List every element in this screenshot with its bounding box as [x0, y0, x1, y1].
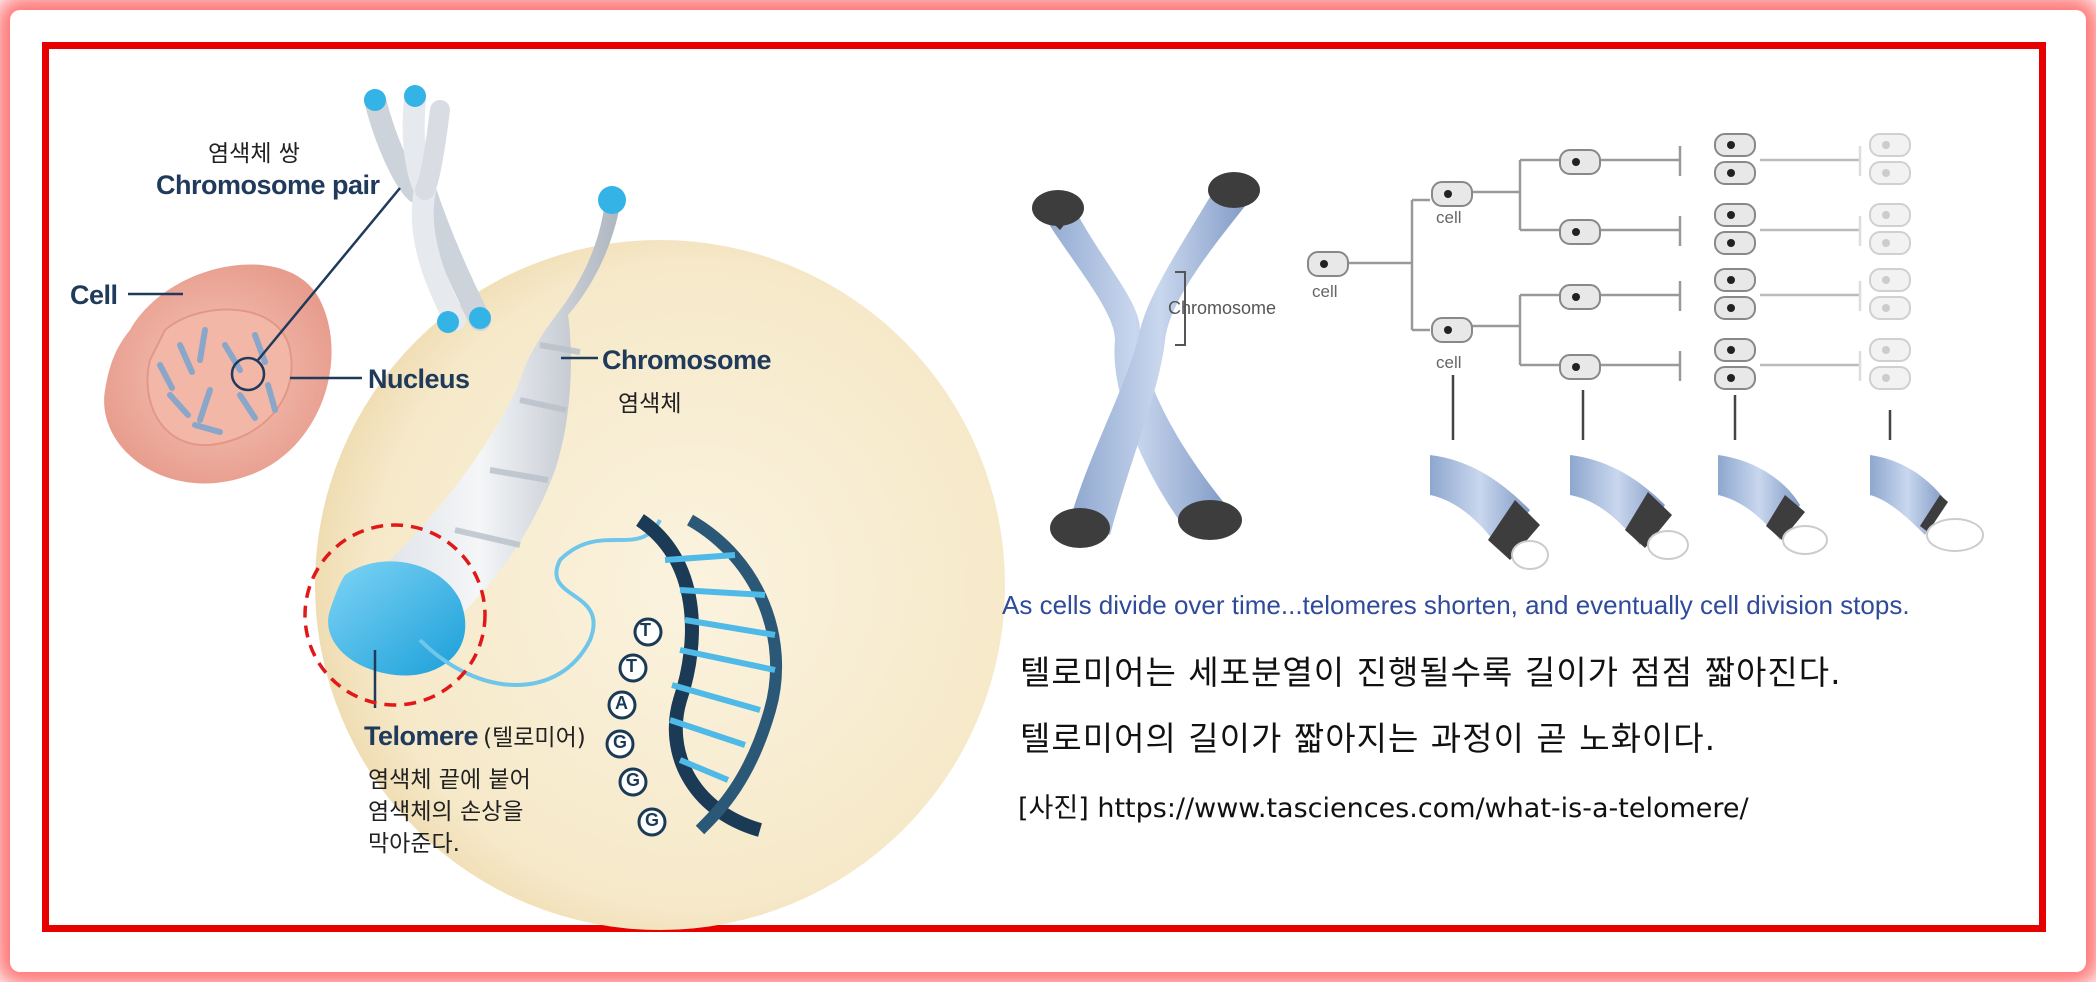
korean-line-1: 텔로미어는 세포분열이 진행될수록 길이가 점점 짧아진다. [1020, 653, 1842, 692]
telomere-desc-1: 염색체 끝에 붙어 [368, 767, 531, 793]
telomere-label: Telomere (텔로미어) [364, 718, 586, 752]
base-3: A [615, 693, 628, 713]
base-5: G [626, 770, 641, 790]
telomere-label-ko: (텔로미어) [483, 725, 586, 751]
chromosome-label-en: Chromosome [602, 345, 772, 375]
right-chromosome [1032, 172, 1260, 548]
cells [1307, 133, 1911, 390]
base-2: T [626, 656, 637, 676]
lineage-tree [1348, 146, 1892, 440]
telomere-highlight [303, 523, 487, 707]
figure-caption: As cells divide over time...telomeres sh… [1002, 590, 1910, 620]
cell-label-3: cell [1436, 353, 1462, 372]
right-chromosome-label: Chromosome [1168, 298, 1277, 318]
chromosome-arm [328, 186, 626, 676]
nucleus-label: Nucleus [368, 364, 470, 394]
pair-label-ko: 염색체 쌍 [208, 141, 300, 167]
source-line: [사진] https://www.tasciences.com/what-is-… [1018, 793, 1749, 824]
base-1: T [640, 620, 651, 640]
telomere-desc-3: 막아준다. [368, 831, 460, 857]
korean-line-2: 텔로미어의 길이가 짧아지는 과정이 곧 노화이다. [1020, 719, 1717, 758]
telomere-cap [328, 561, 466, 676]
chromosome-pair [364, 85, 491, 333]
base-4: G [613, 732, 628, 752]
base-6: G [645, 810, 660, 830]
magnify-circle [315, 240, 1005, 930]
telomere-stubs [1430, 455, 1984, 570]
cell-shape [104, 264, 332, 484]
telomere-desc-2: 염색체의 손상을 [368, 799, 524, 825]
pair-label-en: Chromosome pair [156, 170, 380, 200]
cell-label-1: cell [1312, 282, 1338, 301]
chromosome-label-ko: 염색체 [618, 391, 682, 417]
cell-label: Cell [70, 280, 118, 310]
dna-helix [635, 514, 783, 837]
cell-label-2: cell [1436, 208, 1462, 227]
base-circles [605, 617, 667, 837]
telomere-label-en: Telomere [364, 721, 479, 751]
